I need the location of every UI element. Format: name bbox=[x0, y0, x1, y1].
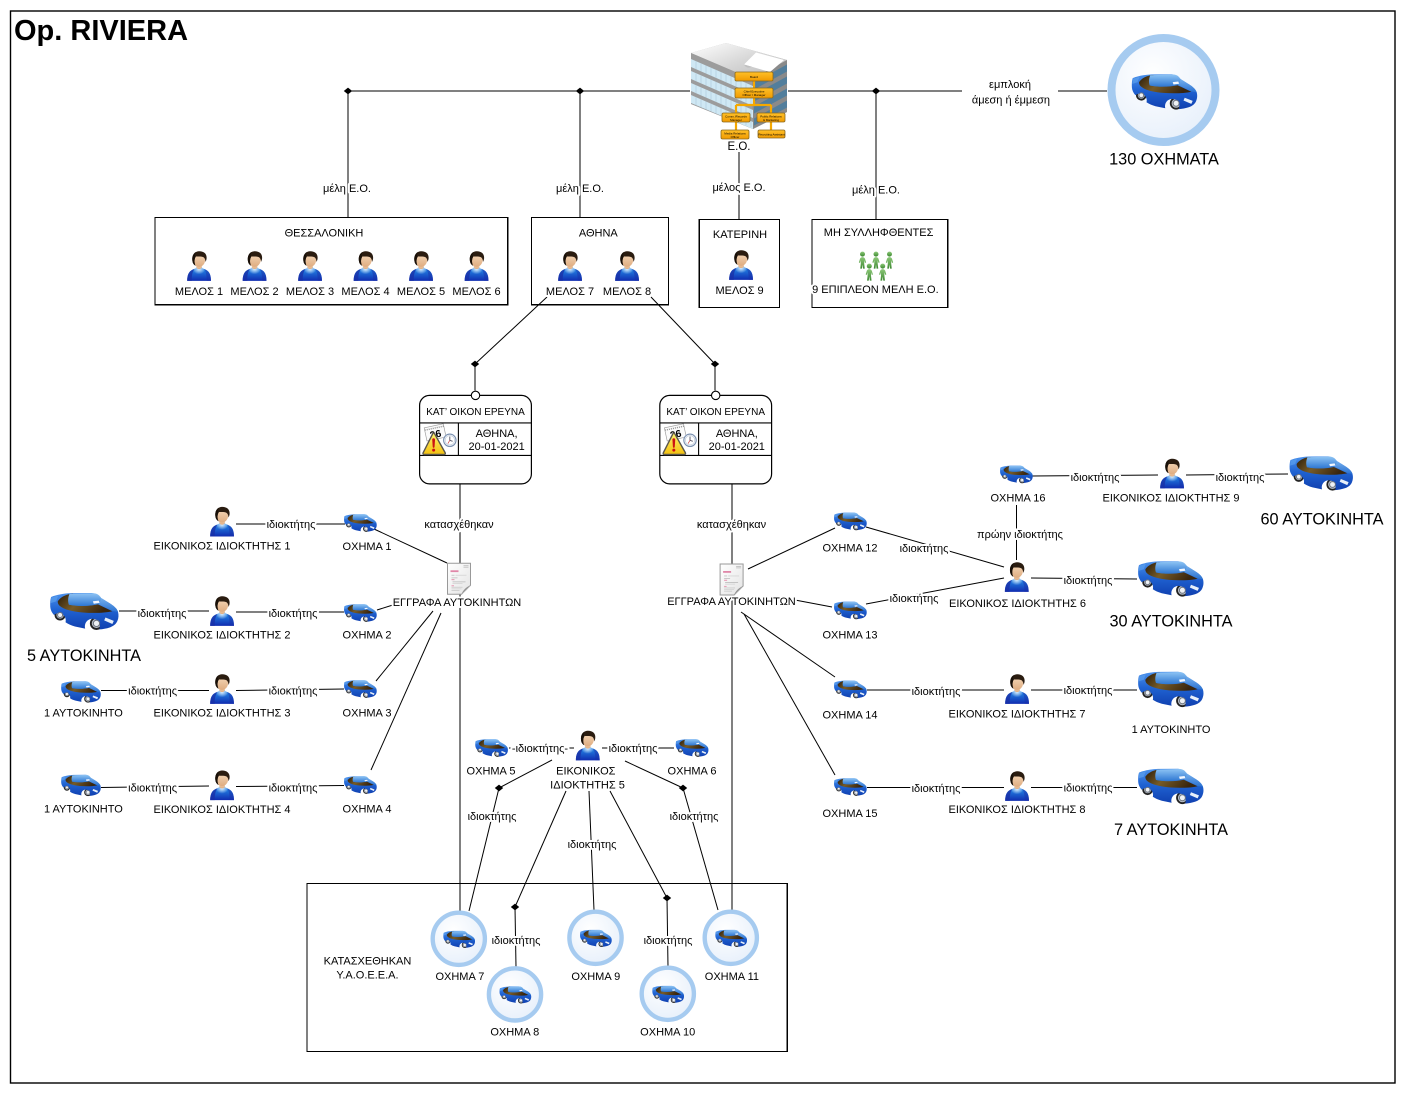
svg-text:ΜΕΛΟΣ 5: ΜΕΛΟΣ 5 bbox=[397, 286, 445, 298]
svg-text:7 ΑΥΤΟΚΙΝΗΤΑ: 7 ΑΥΤΟΚΙΝΗΤΑ bbox=[1114, 821, 1228, 839]
svg-text:ΟΧΗΜΑ 11: ΟΧΗΜΑ 11 bbox=[705, 971, 759, 983]
svg-text:ιδιοκτήτης: ιδιοκτήτης bbox=[1216, 472, 1265, 484]
svg-text:ΟΧΗΜΑ 2: ΟΧΗΜΑ 2 bbox=[343, 630, 392, 642]
svg-text:ιδιοκτήτης: ιδιοκτήτης bbox=[1064, 685, 1113, 697]
svg-text:ΚΑΤ’ ΟΙΚΟΝ ΕΡΕΥΝΑ: ΚΑΤ’ ΟΙΚΟΝ ΕΡΕΥΝΑ bbox=[426, 407, 525, 418]
svg-text:ιδιοκτήτης: ιδιοκτήτης bbox=[1064, 783, 1113, 795]
svg-text:ιδιοκτήτης: ιδιοκτήτης bbox=[1064, 575, 1113, 587]
svg-text:-ιδιοκτήτης-: -ιδιοκτήτης- bbox=[512, 743, 569, 755]
svg-text:ΕΙΚΟΝΙΚΟΣ: ΕΙΚΟΝΙΚΟΣ bbox=[556, 766, 616, 778]
svg-text:ιδιοκτήτης: ιδιοκτήτης bbox=[269, 783, 318, 795]
svg-text:ΙΔΙΟΚΤΗΤΗΣ 5: ΙΔΙΟΚΤΗΤΗΣ 5 bbox=[550, 780, 625, 792]
svg-text:ΜΕΛΟΣ 6: ΜΕΛΟΣ 6 bbox=[452, 286, 500, 298]
svg-text:ΟΧΗΜΑ 6: ΟΧΗΜΑ 6 bbox=[668, 766, 717, 778]
svg-text:μέλη Ε.Ο.: μέλη Ε.Ο. bbox=[323, 183, 371, 195]
svg-text:20-01-2021: 20-01-2021 bbox=[709, 441, 765, 453]
svg-text:Υ.Α.Ο.Ε.Ε.Α.: Υ.Α.Ο.Ε.Ε.Α. bbox=[336, 970, 398, 982]
svg-text:ΑΘΗΝΑ: ΑΘΗΝΑ bbox=[579, 228, 619, 240]
svg-text:ΟΧΗΜΑ 9: ΟΧΗΜΑ 9 bbox=[571, 971, 620, 983]
svg-text:ιδιοκτήτης: ιδιοκτήτης bbox=[269, 686, 318, 698]
svg-text:ιδιοκτήτης: ιδιοκτήτης bbox=[138, 608, 187, 620]
svg-text:ΕΓΓΡΑΦΑ ΑΥΤΟΚΙΝΗΤΩΝ: ΕΓΓΡΑΦΑ ΑΥΤΟΚΙΝΗΤΩΝ bbox=[393, 597, 522, 609]
svg-text:ιδιοκτήτης: ιδιοκτήτης bbox=[128, 783, 177, 795]
svg-text:ΟΧΗΜΑ 3: ΟΧΗΜΑ 3 bbox=[343, 708, 392, 720]
svg-text:ιδιοκτήτης: ιδιοκτήτης bbox=[670, 811, 719, 823]
svg-text:ΟΧΗΜΑ 7: ΟΧΗΜΑ 7 bbox=[435, 971, 484, 983]
svg-text:ιδιοκτήτης: ιδιοκτήτης bbox=[912, 686, 961, 698]
svg-text:ιδιοκτήτης: ιδιοκτήτης bbox=[912, 783, 961, 795]
svg-text:ΜΕΛΟΣ 9: ΜΕΛΟΣ 9 bbox=[716, 285, 764, 297]
svg-text:πρώην ιδιοκτήτης: πρώην ιδιοκτήτης bbox=[977, 529, 1063, 541]
svg-text:ΜΕΛΟΣ 7: ΜΕΛΟΣ 7 bbox=[546, 286, 594, 298]
svg-text:ΚΑΤΕΡΙΝΗ: ΚΑΤΕΡΙΝΗ bbox=[713, 229, 767, 241]
svg-text:20-01-2021: 20-01-2021 bbox=[468, 441, 524, 453]
svg-text:ιδιοκτήτης: ιδιοκτήτης bbox=[267, 519, 316, 531]
svg-text:60 ΑΥΤΟΚΙΝΗΤΑ: 60 ΑΥΤΟΚΙΝΗΤΑ bbox=[1260, 511, 1383, 529]
svg-text:ΜΕΛΟΣ 1: ΜΕΛΟΣ 1 bbox=[175, 286, 223, 298]
svg-text:εμπλοκή: εμπλοκή bbox=[989, 79, 1031, 91]
svg-text:ιδιοκτήτης: ιδιοκτήτης bbox=[890, 593, 939, 605]
svg-text:ΑΘΗΝΑ,: ΑΘΗΝΑ, bbox=[476, 428, 518, 440]
svg-text:ΘΕΣΣΑΛΟΝΙΚΗ: ΘΕΣΣΑΛΟΝΙΚΗ bbox=[285, 228, 364, 240]
svg-text:μέλη Ε.Ο.: μέλη Ε.Ο. bbox=[556, 183, 604, 195]
svg-text:ΕΙΚΟΝΙΚΟΣ ΙΔΙΟΚΤΗΤΗΣ 8: ΕΙΚΟΝΙΚΟΣ ΙΔΙΟΚΤΗΤΗΣ 8 bbox=[948, 804, 1085, 816]
svg-text:ιδιοκτήτης: ιδιοκτήτης bbox=[269, 608, 318, 620]
svg-text:ιδιοκτήτης: ιδιοκτήτης bbox=[609, 743, 658, 755]
svg-text:ΕΙΚΟΝΙΚΟΣ ΙΔΙΟΚΤΗΤΗΣ 2: ΕΙΚΟΝΙΚΟΣ ΙΔΙΟΚΤΗΤΗΣ 2 bbox=[153, 630, 290, 642]
svg-text:1 ΑΥΤΟΚΙΝΗΤΟ: 1 ΑΥΤΟΚΙΝΗΤΟ bbox=[44, 804, 123, 816]
svg-text:ΕΙΚΟΝΙΚΟΣ ΙΔΙΟΚΤΗΤΗΣ 9: ΕΙΚΟΝΙΚΟΣ ΙΔΙΟΚΤΗΤΗΣ 9 bbox=[1102, 492, 1239, 504]
svg-text:ιδιοκτήτης: ιδιοκτήτης bbox=[492, 935, 541, 947]
svg-text:ΟΧΗΜΑ 1: ΟΧΗΜΑ 1 bbox=[343, 541, 392, 553]
svg-text:ιδιοκτήτης: ιδιοκτήτης bbox=[128, 686, 177, 698]
svg-text:9 ΕΠΙΠΛΕΟΝ ΜΕΛΗ Ε.Ο.: 9 ΕΠΙΠΛΕΟΝ ΜΕΛΗ Ε.Ο. bbox=[812, 284, 939, 296]
svg-text:ΟΧΗΜΑ 15: ΟΧΗΜΑ 15 bbox=[822, 808, 877, 820]
svg-text:Ε.Ο.: Ε.Ο. bbox=[727, 141, 750, 153]
svg-text:ΕΙΚΟΝΙΚΟΣ ΙΔΙΟΚΤΗΤΗΣ 3: ΕΙΚΟΝΙΚΟΣ ΙΔΙΟΚΤΗΤΗΣ 3 bbox=[153, 707, 290, 719]
svg-text:ΟΧΗΜΑ 16: ΟΧΗΜΑ 16 bbox=[990, 492, 1045, 504]
svg-text:ΕΙΚΟΝΙΚΟΣ ΙΔΙΟΚΤΗΤΗΣ 1: ΕΙΚΟΝΙΚΟΣ ΙΔΙΟΚΤΗΤΗΣ 1 bbox=[153, 541, 290, 553]
svg-text:μέλη Ε.Ο.: μέλη Ε.Ο. bbox=[852, 185, 900, 197]
svg-text:ΕΓΓΡΑΦΑ ΑΥΤΟΚΙΝΗΤΩΝ: ΕΓΓΡΑΦΑ ΑΥΤΟΚΙΝΗΤΩΝ bbox=[667, 596, 796, 608]
svg-text:ΟΧΗΜΑ 13: ΟΧΗΜΑ 13 bbox=[822, 630, 877, 642]
svg-text:Op. RIVIERA: Op. RIVIERA bbox=[14, 15, 188, 47]
svg-text:ΚΑΤ’ ΟΙΚΟΝ ΕΡΕΥΝΑ: ΚΑΤ’ ΟΙΚΟΝ ΕΡΕΥΝΑ bbox=[666, 407, 765, 418]
svg-text:ιδιοκτήτης: ιδιοκτήτης bbox=[568, 839, 617, 851]
svg-text:ΜΕΛΟΣ 8: ΜΕΛΟΣ 8 bbox=[603, 286, 651, 298]
svg-text:ΟΧΗΜΑ 14: ΟΧΗΜΑ 14 bbox=[822, 710, 877, 722]
svg-text:30 ΑΥΤΟΚΙΝΗΤΑ: 30 ΑΥΤΟΚΙΝΗΤΑ bbox=[1109, 613, 1232, 631]
svg-text:ΟΧΗΜΑ 10: ΟΧΗΜΑ 10 bbox=[640, 1027, 695, 1039]
svg-text:ΜΕΛΟΣ 4: ΜΕΛΟΣ 4 bbox=[341, 286, 389, 298]
svg-text:ΕΙΚΟΝΙΚΟΣ ΙΔΙΟΚΤΗΤΗΣ 7: ΕΙΚΟΝΙΚΟΣ ΙΔΙΟΚΤΗΤΗΣ 7 bbox=[948, 709, 1085, 721]
svg-text:ΟΧΗΜΑ 5: ΟΧΗΜΑ 5 bbox=[467, 766, 516, 778]
svg-text:ΟΧΗΜΑ 4: ΟΧΗΜΑ 4 bbox=[343, 804, 392, 816]
svg-text:κατασχέθηκαν: κατασχέθηκαν bbox=[424, 519, 494, 531]
svg-text:5 ΑΥΤΟΚΙΝΗΤΑ: 5 ΑΥΤΟΚΙΝΗΤΑ bbox=[27, 647, 141, 665]
svg-text:ΟΧΗΜΑ 12: ΟΧΗΜΑ 12 bbox=[822, 542, 877, 554]
svg-text:ιδιοκτήτης: ιδιοκτήτης bbox=[468, 811, 517, 823]
svg-text:ιδιοκτήτης: ιδιοκτήτης bbox=[900, 543, 949, 555]
svg-text:ΚΑΤΑΣΧΕΘΗΚΑΝ: ΚΑΤΑΣΧΕΘΗΚΑΝ bbox=[324, 956, 412, 968]
svg-text:1 ΑΥΤΟΚΙΝΗΤΟ: 1 ΑΥΤΟΚΙΝΗΤΟ bbox=[44, 708, 123, 720]
svg-text:ιδιοκτήτης: ιδιοκτήτης bbox=[644, 935, 693, 947]
svg-text:άμεση ή έμμεση: άμεση ή έμμεση bbox=[972, 94, 1050, 106]
svg-text:ΟΧΗΜΑ 8: ΟΧΗΜΑ 8 bbox=[490, 1027, 539, 1039]
svg-text:1 ΑΥΤΟΚΙΝΗΤΟ: 1 ΑΥΤΟΚΙΝΗΤΟ bbox=[1132, 724, 1211, 736]
svg-text:ΜΕΛΟΣ 3: ΜΕΛΟΣ 3 bbox=[286, 286, 334, 298]
svg-text:ΜΕΛΟΣ 2: ΜΕΛΟΣ 2 bbox=[230, 286, 278, 298]
svg-text:ΜΗ ΣΥΛΛΗΦΘΕΝΤΕΣ: ΜΗ ΣΥΛΛΗΦΘΕΝΤΕΣ bbox=[824, 227, 934, 239]
svg-text:ιδιοκτήτης: ιδιοκτήτης bbox=[1071, 472, 1120, 484]
svg-text:κατασχέθηκαν: κατασχέθηκαν bbox=[697, 519, 767, 531]
svg-text:ΕΙΚΟΝΙΚΟΣ ΙΔΙΟΚΤΗΤΗΣ 4: ΕΙΚΟΝΙΚΟΣ ΙΔΙΟΚΤΗΤΗΣ 4 bbox=[153, 804, 290, 816]
svg-text:ΑΘΗΝΑ,: ΑΘΗΝΑ, bbox=[716, 428, 758, 440]
svg-text:130 ΟΧΗΜΑΤΑ: 130 ΟΧΗΜΑΤΑ bbox=[1109, 151, 1219, 169]
svg-text:μέλος Ε.Ο.: μέλος Ε.Ο. bbox=[712, 182, 765, 194]
svg-text:ΕΙΚΟΝΙΚΟΣ ΙΔΙΟΚΤΗΤΗΣ 6: ΕΙΚΟΝΙΚΟΣ ΙΔΙΟΚΤΗΤΗΣ 6 bbox=[949, 598, 1086, 610]
